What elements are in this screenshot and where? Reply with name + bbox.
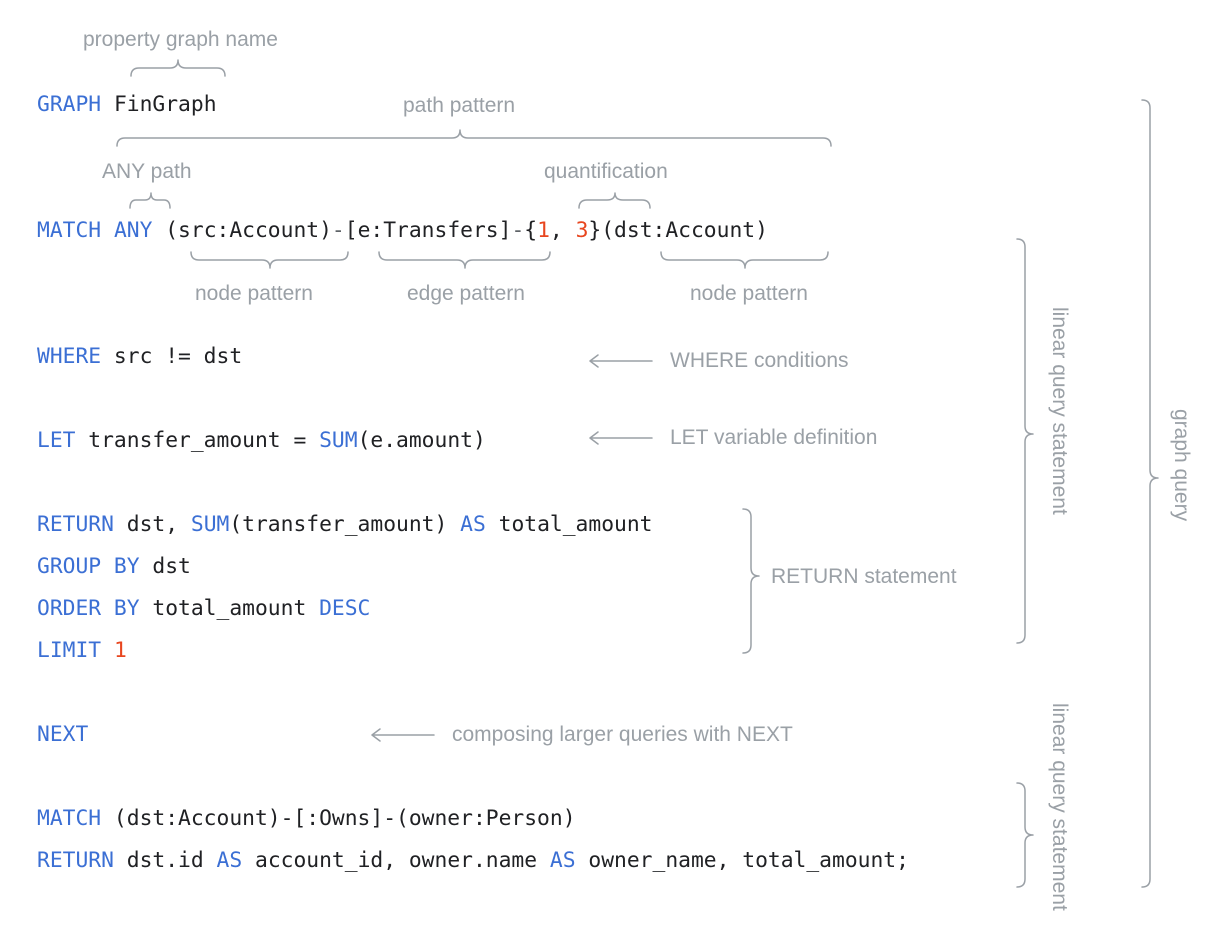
dash: -	[511, 218, 525, 243]
quant-sep: ,	[549, 218, 576, 243]
quant-close: }	[588, 218, 602, 243]
code-line-limit: LIMIT 1	[37, 637, 127, 665]
keyword-desc: DESC	[319, 596, 371, 621]
return-items: dst,	[113, 512, 191, 537]
keyword-as: AS	[216, 848, 243, 873]
keyword-group-by: GROUP BY	[37, 554, 140, 579]
order-key: total_amount	[139, 596, 320, 621]
match-pattern: (dst:Account)-[:Owns]-(owner:Person)	[101, 806, 576, 831]
label-graph-query: graph query	[1170, 409, 1193, 522]
keyword-return: RETURN	[37, 848, 114, 873]
code-line-next: NEXT	[37, 721, 88, 749]
label-where-conditions: WHERE conditions	[670, 349, 849, 372]
code-line-graph: GRAPH FinGraph	[37, 91, 217, 119]
limit-value: 1	[113, 638, 127, 663]
brace-node-pattern-1	[190, 251, 349, 269]
edge-pattern: [e:Transfers]	[344, 218, 512, 243]
arrow-where	[589, 354, 653, 368]
keyword-as: AS	[460, 512, 486, 537]
label-let-definition: LET variable definition	[670, 426, 878, 449]
label-any-path: ANY path	[102, 160, 192, 183]
return-part-1: dst.id	[113, 848, 217, 873]
label-path-pattern: path pattern	[403, 94, 516, 117]
label-node-pattern-1: node pattern	[195, 282, 313, 305]
graph-name: FinGraph	[113, 92, 217, 117]
quant-max: 3	[575, 218, 589, 243]
keyword-order-by: ORDER BY	[37, 596, 140, 621]
quant-open: {	[524, 218, 538, 243]
code-line-where: WHERE src != dst	[37, 343, 242, 371]
where-condition: src != dst	[101, 344, 243, 369]
code-line-return-1: RETURN dst, SUM(transfer_amount) AS tota…	[37, 511, 652, 539]
keyword-match: MATCH	[37, 806, 102, 831]
alias: total_amount	[485, 512, 653, 537]
arrow-let	[589, 431, 653, 445]
brace-graph-query	[1141, 99, 1159, 888]
node-pattern-src: (src:Account)	[165, 218, 332, 243]
function-sum: SUM	[190, 512, 230, 537]
brace-return-statement	[742, 508, 760, 654]
code-line-order-by: ORDER BY total_amount DESC	[37, 595, 370, 623]
arrow-next	[371, 728, 435, 742]
label-linear-query-2: linear query statement	[1048, 703, 1071, 911]
label-edge-pattern: edge pattern	[407, 282, 525, 305]
keyword-let: LET	[37, 428, 76, 453]
brace-property-graph-name	[130, 59, 226, 77]
label-return-statement: RETURN statement	[771, 565, 957, 588]
sum-args: (transfer_amount)	[229, 512, 461, 537]
group-key: dst	[139, 554, 191, 579]
label-linear-query-1: linear query statement	[1048, 307, 1071, 515]
code-line-return-2: RETURN dst.id AS account_id, owner.name …	[37, 847, 909, 875]
brace-any-path	[129, 192, 171, 209]
label-property-graph-name: property graph name	[83, 28, 278, 51]
node-pattern-dst: (dst:Account)	[601, 218, 768, 243]
return-part-2: account_id, owner.name	[242, 848, 550, 873]
code-line-group-by: GROUP BY dst	[37, 553, 191, 581]
keyword-as: AS	[549, 848, 576, 873]
keyword-limit: LIMIT	[37, 638, 102, 663]
label-quantification: quantification	[544, 160, 668, 183]
brace-node-pattern-2	[660, 251, 829, 269]
dash: -	[331, 218, 345, 243]
brace-path-pattern	[116, 129, 832, 147]
quant-min: 1	[537, 218, 550, 243]
let-variable: transfer_amount =	[75, 428, 320, 453]
brace-edge-pattern	[378, 251, 551, 269]
keyword-graph: GRAPH	[37, 92, 102, 117]
brace-quantification	[578, 192, 651, 209]
label-next-compose: composing larger queries with NEXT	[452, 723, 793, 746]
code-line-let: LET transfer_amount = SUM(e.amount)	[37, 427, 486, 455]
keyword-match: MATCH	[37, 218, 102, 243]
code-line-match-2: MATCH (dst:Account)-[:Owns]-(owner:Perso…	[37, 805, 576, 833]
keyword-any: ANY	[113, 218, 153, 243]
brace-linear-query-2	[1016, 782, 1034, 888]
code-line-match-1: MATCH ANY (src:Account)-[e:Transfers]-{1…	[37, 217, 768, 245]
keyword-where: WHERE	[37, 344, 102, 369]
return-part-3: owner_name, total_amount;	[575, 848, 909, 873]
keyword-return: RETURN	[37, 512, 114, 537]
let-args: (e.amount)	[357, 428, 486, 453]
function-sum: SUM	[319, 428, 358, 453]
keyword-next: NEXT	[37, 722, 89, 747]
label-node-pattern-2: node pattern	[690, 282, 808, 305]
brace-linear-query-1	[1016, 238, 1034, 644]
